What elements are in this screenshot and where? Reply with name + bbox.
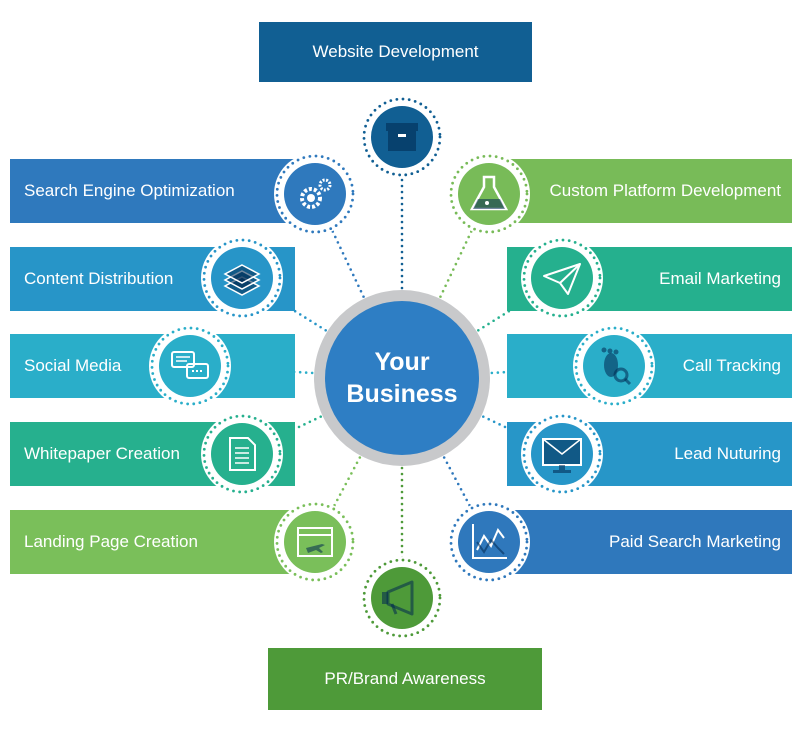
icon-node [448,153,530,235]
layers-icon [223,264,261,296]
center-circle [325,301,479,455]
banner-label: Search Engine Optimization [24,181,235,200]
icon-node [521,413,603,495]
connector-line [400,192,491,380]
dotted-ring [275,502,355,582]
dotted-ring [574,326,654,406]
icon-node-fill [371,567,433,629]
chat-bubbles-icon [171,351,209,379]
banner-website-development: Website Development [259,22,532,82]
banner-label: Email Marketing [659,269,781,288]
banner-search-engine-optimization: Search Engine Optimization [10,159,295,223]
icon-node [521,237,603,319]
icon-node [361,557,443,639]
banner-label: PR/Brand Awareness [324,669,486,688]
banner-label: Lead Nuturing [674,444,781,463]
banner-label: Social Media [24,356,122,375]
icon-node [573,325,655,407]
icon-node [274,501,356,583]
dotted-ring [362,558,442,638]
icon-node-fill [531,247,593,309]
banner-paid-search-marketing: Paid Search Marketing [507,510,792,574]
banner-pr-brand-awareness: PR/Brand Awareness [268,648,542,710]
dotted-ring [449,502,529,582]
icon-node [361,96,443,178]
icon-node [274,153,356,235]
paper-plane-icon [543,263,581,295]
banner-label: Website Development [312,42,479,61]
banner-label: Content Distribution [24,269,174,288]
connector-line [313,192,404,380]
dotted-ring [202,414,282,494]
banner-label: Paid Search Marketing [609,532,781,551]
monitor-mail-icon [542,438,582,473]
banner-label: Custom Platform Development [549,181,781,200]
dotted-ring [150,326,230,406]
icon-node [448,501,530,583]
icon-node-fill [284,511,346,573]
dotted-ring [449,154,529,234]
icon-node-fill [211,423,273,485]
banner-label: Call Tracking [682,356,781,375]
archive-box-icon [386,123,418,151]
icon-node [201,413,283,495]
icon-node-fill [284,163,346,225]
banner-custom-platform-development: Custom Platform Development [507,159,792,223]
document-icon [229,437,256,471]
dotted-ring [522,414,602,494]
browser-window-icon [297,527,333,557]
gears-icon [300,178,332,209]
dotted-ring [362,97,442,177]
banner-label: Landing Page Creation [24,532,198,551]
banner-label: Whitepaper Creation [24,444,180,463]
icon-node-fill [458,163,520,225]
megaphone-icon [382,580,414,616]
footprint-search-icon [601,347,632,386]
banner-landing-page-creation: Landing Page Creation [10,510,295,574]
dotted-ring [202,238,282,318]
dotted-ring [275,154,355,234]
icon-node [149,325,231,407]
flask-icon [469,175,509,211]
icon-node [201,237,283,319]
analytics-chart-icon [472,524,507,559]
dotted-ring [522,238,602,318]
